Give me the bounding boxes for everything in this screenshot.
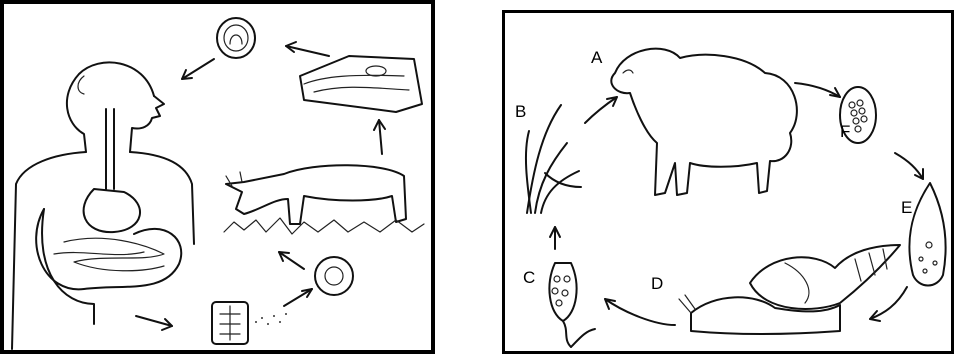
snail-d [679, 245, 900, 334]
sheep-figure [611, 49, 797, 195]
grass-b [526, 105, 581, 213]
label-d: D [651, 274, 663, 293]
label-c: C [523, 268, 535, 287]
scattered-eggs [255, 313, 287, 325]
larva-e [909, 183, 945, 286]
left-lifecycle-diagram [4, 4, 431, 350]
left-lifecycle-panel [0, 0, 435, 354]
label-b: B [515, 102, 526, 121]
cyst-disc [217, 18, 255, 58]
feces-block [212, 302, 248, 344]
cycle-arrows [136, 42, 385, 330]
cow-figure [224, 165, 424, 234]
label-a: A [591, 48, 603, 67]
meat-slab [300, 56, 422, 112]
label-f: F [840, 122, 850, 141]
human-figure [12, 62, 194, 349]
label-e: E [901, 198, 912, 217]
right-lifecycle-diagram: A B C D E F [505, 13, 951, 351]
egg-disc [315, 257, 353, 295]
larva-c [549, 263, 595, 347]
right-lifecycle-panel: A B C D E F [502, 10, 954, 354]
